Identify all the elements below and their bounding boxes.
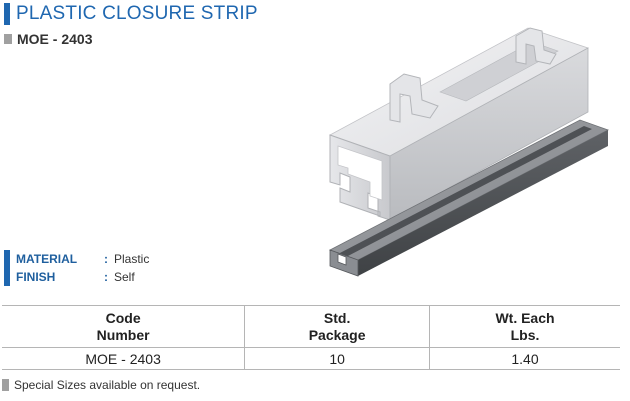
part-number-row: MOE - 2403 bbox=[4, 31, 92, 47]
table-row: MOE - 2403 10 1.40 bbox=[2, 347, 620, 370]
strip-end-profile bbox=[329, 249, 359, 277]
property-finish: FINISH : Self bbox=[4, 268, 149, 286]
part-number-bullet bbox=[4, 34, 12, 44]
channel-clip-front bbox=[389, 73, 439, 123]
property-accent-bar bbox=[4, 250, 10, 268]
strip-groove bbox=[338, 126, 592, 257]
channel-clip-back bbox=[515, 27, 557, 65]
property-value: Self bbox=[114, 270, 135, 284]
footer-note-row: Special Sizes available on request. bbox=[2, 377, 200, 393]
cell-code-number: MOE - 2403 bbox=[2, 347, 245, 370]
strip-side-face bbox=[358, 130, 608, 276]
property-accent-bar bbox=[4, 268, 10, 286]
product-image bbox=[329, 27, 609, 277]
footer-note-bullet bbox=[2, 379, 9, 391]
property-material: MATERIAL : Plastic bbox=[4, 250, 149, 268]
property-separator: : bbox=[104, 270, 108, 284]
cell-weight: 1.40 bbox=[429, 347, 620, 370]
page-title: PLASTIC CLOSURE STRIP bbox=[16, 3, 258, 24]
title-accent-bar bbox=[4, 3, 10, 25]
part-number: MOE - 2403 bbox=[17, 31, 93, 47]
property-label: MATERIAL bbox=[16, 252, 78, 266]
property-value: Plastic bbox=[114, 252, 150, 266]
channel-top-slot bbox=[439, 41, 559, 102]
property-separator: : bbox=[104, 252, 108, 266]
properties-list: MATERIAL : Plastic FINISH : Self bbox=[4, 250, 149, 286]
cell-std-package: 10 bbox=[244, 347, 430, 370]
footer-note: Special Sizes available on request. bbox=[14, 378, 201, 392]
channel-end-inner bbox=[337, 145, 383, 201]
property-label: FINISH bbox=[16, 270, 56, 284]
header-std-package: Std.Package bbox=[244, 305, 430, 348]
title-row: PLASTIC CLOSURE STRIP bbox=[4, 2, 258, 26]
